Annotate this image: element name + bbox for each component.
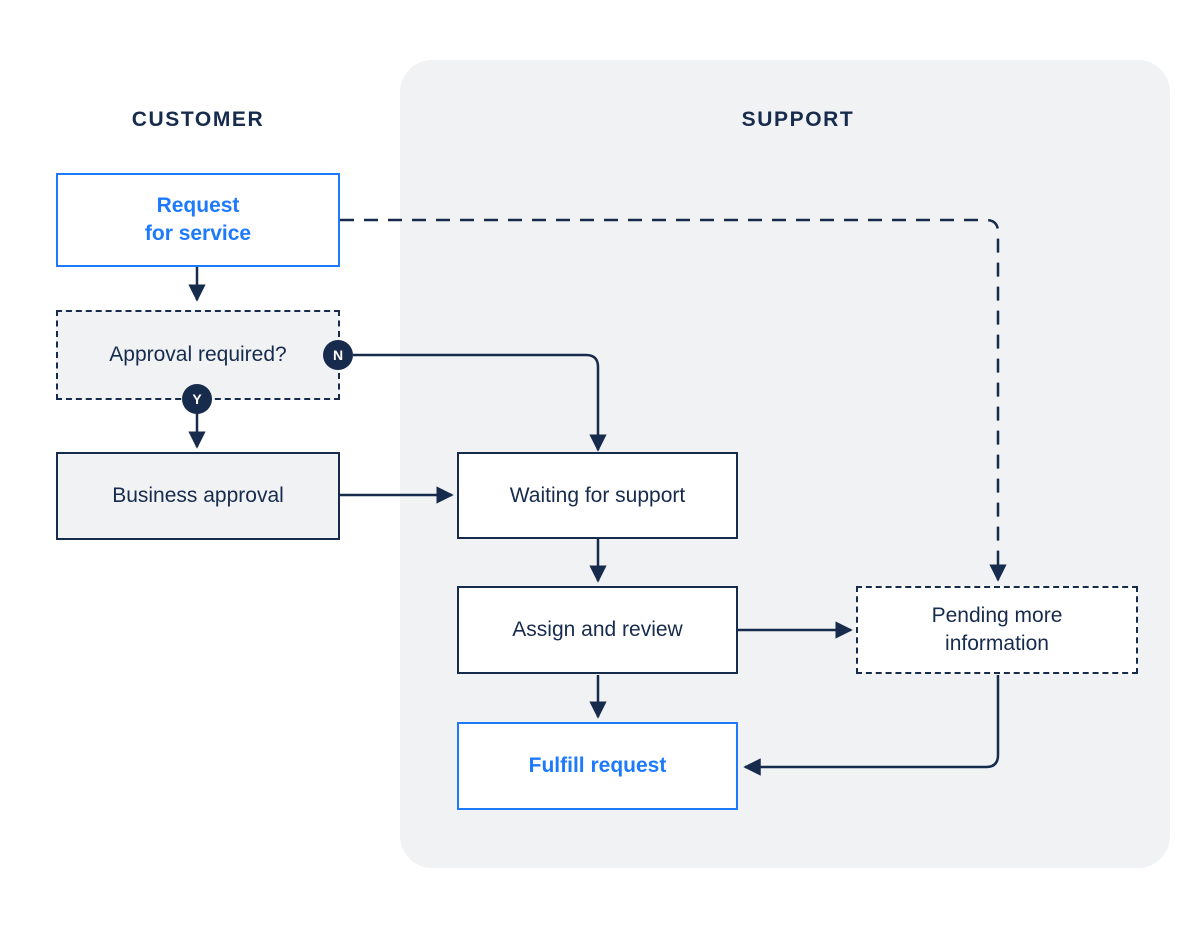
lane-title-customer: CUSTOMER [131, 108, 265, 131]
node-request-for-service-line1: Request [156, 194, 240, 218]
node-pending-more-information-line2: information [945, 632, 1049, 655]
badge-decision-yes-label: Y [192, 391, 202, 407]
node-waiting-for-support[interactable]: Waiting for support [457, 452, 738, 539]
badge-decision-no: N [323, 340, 353, 370]
node-pending-more-information-line1: Pending more [931, 604, 1063, 628]
node-approval-required-label: Approval required? [109, 343, 287, 367]
badge-decision-no-label: N [332, 347, 344, 363]
node-assign-and-review[interactable]: Assign and review [457, 586, 738, 674]
badge-decision-yes: Y [182, 384, 212, 414]
node-fulfill-request-label: Fulfill request [528, 754, 667, 778]
node-business-approval[interactable]: Business approval [56, 452, 340, 540]
lane-title-support: SUPPORT [741, 108, 855, 131]
node-waiting-for-support-label: Waiting for support [509, 483, 686, 507]
node-fulfill-request[interactable]: Fulfill request [457, 722, 738, 810]
node-assign-and-review-label: Assign and review [512, 618, 683, 642]
node-request-for-service-line2: for service [144, 222, 252, 245]
node-request-for-service[interactable]: Request for service [56, 173, 340, 267]
node-business-approval-label: Business approval [112, 484, 284, 508]
node-pending-more-information[interactable]: Pending more information [856, 586, 1138, 674]
